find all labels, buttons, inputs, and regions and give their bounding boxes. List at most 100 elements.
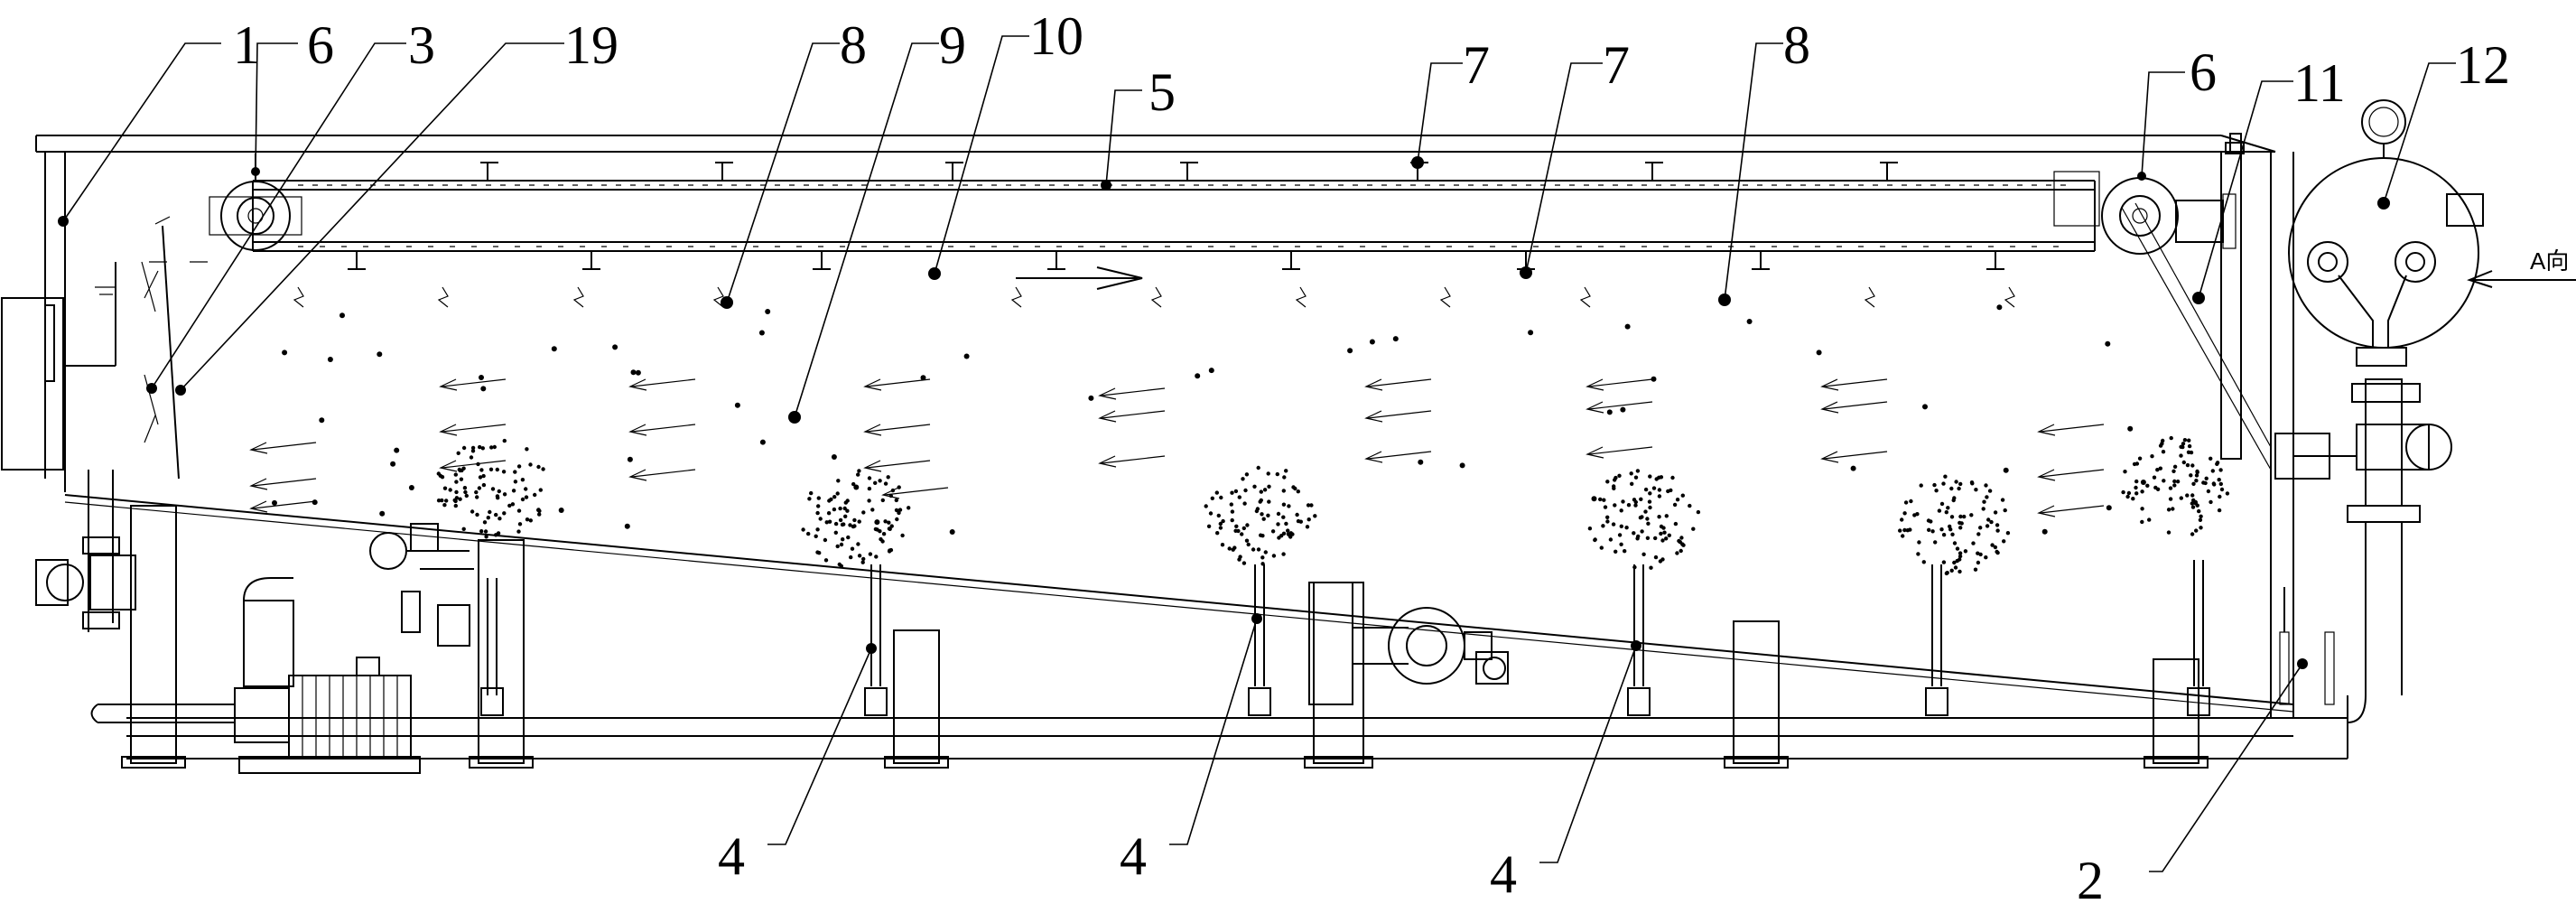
- bubble: [1271, 554, 1277, 558]
- bubble: [1653, 555, 1659, 560]
- bubble: [857, 554, 862, 558]
- bubble: [851, 481, 856, 487]
- bubble: [453, 499, 458, 504]
- bubble: [2215, 461, 2219, 466]
- center-outlet-valve: [1308, 582, 1509, 705]
- bubble: [1666, 489, 1670, 494]
- flow-arrow: [442, 378, 507, 387]
- bubble: [1251, 547, 1256, 552]
- bubble: [1993, 545, 1998, 550]
- bubble: [2209, 456, 2213, 461]
- floc-particle: [377, 351, 383, 358]
- flow-arrow: [1588, 446, 1653, 455]
- bubble: [2171, 469, 2176, 473]
- bubble: [846, 535, 851, 540]
- bubble: [889, 524, 894, 528]
- bubble: [495, 494, 500, 499]
- bubble: [1986, 517, 1991, 522]
- floc-particle: [758, 330, 765, 336]
- bubble: [1662, 530, 1667, 535]
- bubble: [2197, 508, 2201, 514]
- bubble: [1932, 482, 1937, 488]
- bubble: [1281, 489, 1287, 493]
- bubble: [2209, 499, 2213, 505]
- flow-arrow-head: [863, 378, 882, 391]
- bubble: [1985, 495, 1989, 499]
- floc-particle: [2140, 480, 2146, 485]
- floc-particle: [853, 484, 860, 490]
- circulation-pump: [90, 577, 421, 774]
- left-outlet-valve: [35, 470, 136, 632]
- label-5: 5: [1149, 62, 1176, 122]
- bubble: [2121, 489, 2125, 495]
- bubble: [1952, 541, 1958, 545]
- bubble: [1649, 565, 1653, 570]
- label-8-right: 8: [1783, 15, 1810, 75]
- bubble: [897, 485, 901, 489]
- bubble: [878, 529, 882, 534]
- bubble: [874, 555, 879, 559]
- bubble: [1948, 524, 1952, 529]
- bubble: [2204, 476, 2209, 480]
- floc-particle: [1746, 319, 1753, 324]
- release-header-3: [1627, 564, 1651, 716]
- bubble: [879, 536, 883, 542]
- bubble: [2150, 454, 2154, 459]
- bubble: [1635, 536, 1640, 541]
- bubble: [486, 516, 490, 520]
- bubble: [1281, 515, 1286, 519]
- floc-particle: [874, 519, 880, 526]
- flow-arrow: [442, 424, 507, 433]
- bubble: [1255, 507, 1260, 511]
- flow-arrow: [1588, 378, 1653, 387]
- floc-particle: [1816, 349, 1822, 356]
- floc-particle: [390, 461, 396, 467]
- bubble: [1630, 481, 1634, 486]
- bubble: [818, 517, 823, 521]
- bubble: [461, 445, 467, 451]
- flow-arrow: [631, 469, 696, 478]
- bubble: [1995, 523, 2000, 527]
- inlet-flow-arrow: [144, 374, 159, 425]
- bubble: [453, 472, 458, 477]
- flow-arrow-head: [1820, 401, 1839, 414]
- bubble: [536, 464, 541, 470]
- label-7-first: 7: [1463, 35, 1490, 95]
- bubble: [848, 523, 852, 527]
- bubble: [2212, 482, 2217, 487]
- bubble: [1287, 504, 1291, 508]
- bubble: [1267, 484, 1271, 489]
- bubble: [489, 445, 494, 450]
- bubble: [1929, 519, 1933, 524]
- bubble: [894, 498, 898, 503]
- bubble: [478, 444, 482, 450]
- flow-arrow: [2040, 469, 2105, 478]
- bubble: [1281, 502, 1287, 507]
- bubble: [1284, 469, 1288, 473]
- bubble: [2189, 473, 2193, 478]
- bubble: [842, 506, 847, 511]
- bubble: [1954, 480, 1958, 484]
- bubble: [835, 544, 840, 549]
- bubble: [2219, 487, 2225, 492]
- bubble: [838, 506, 842, 511]
- bubble: [1919, 483, 1923, 488]
- floc-particle: [1208, 368, 1214, 374]
- bubble: [1267, 499, 1271, 504]
- bubble: [1978, 552, 1983, 557]
- bubble: [1976, 532, 1981, 536]
- bubble: [482, 520, 488, 525]
- bubble: [1912, 513, 1917, 517]
- label-8-left: 8: [840, 15, 867, 75]
- bubble: [454, 489, 459, 495]
- bubble: [1989, 519, 1994, 525]
- bubble: [1902, 527, 1907, 533]
- bubble: [1633, 499, 1639, 505]
- bubble: [453, 503, 458, 508]
- bubble: [1623, 549, 1627, 554]
- bubble: [1252, 484, 1257, 489]
- floc-particle: [1996, 304, 2003, 311]
- flow-arrow-head: [881, 487, 900, 499]
- floc-particle: [1620, 406, 1626, 413]
- bubble: [511, 489, 516, 493]
